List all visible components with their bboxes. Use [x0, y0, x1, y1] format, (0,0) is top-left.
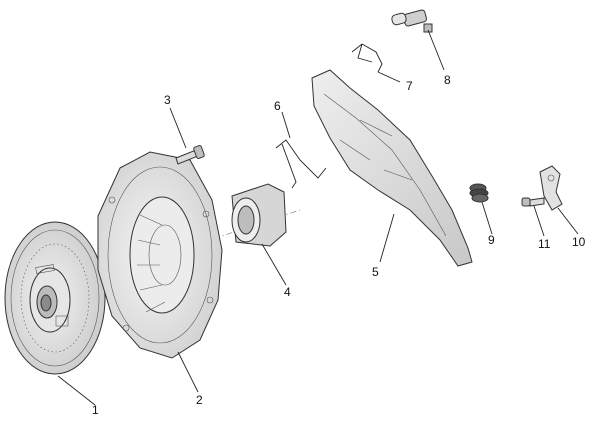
pressure-plate — [97, 151, 223, 359]
clutch-disc — [4, 221, 106, 375]
callout-7: 7 — [406, 79, 413, 93]
callout-3: 3 — [164, 93, 171, 107]
callout-11: 11 — [538, 237, 551, 251]
bracket — [539, 165, 563, 211]
callout-1: 1 — [92, 403, 99, 417]
callout-8: 8 — [444, 73, 451, 87]
release-bearing — [231, 183, 287, 247]
callout-2: 2 — [196, 393, 203, 407]
callout-5: 5 — [372, 265, 379, 279]
spring-clip — [275, 139, 327, 189]
retaining-spring — [351, 43, 383, 73]
leader-lines — [57, 29, 579, 406]
callout-4: 4 — [284, 285, 291, 299]
release-fork — [311, 69, 473, 267]
bolt — [175, 145, 205, 165]
small-bolt — [521, 197, 545, 207]
pivot-spring — [469, 183, 489, 203]
callout-9: 9 — [488, 233, 495, 247]
callout-6: 6 — [274, 99, 281, 113]
pivot-stud — [391, 9, 433, 33]
callouts: 1 2 3 4 5 6 7 8 9 10 11 — [92, 73, 586, 417]
callout-10: 10 — [572, 235, 586, 249]
